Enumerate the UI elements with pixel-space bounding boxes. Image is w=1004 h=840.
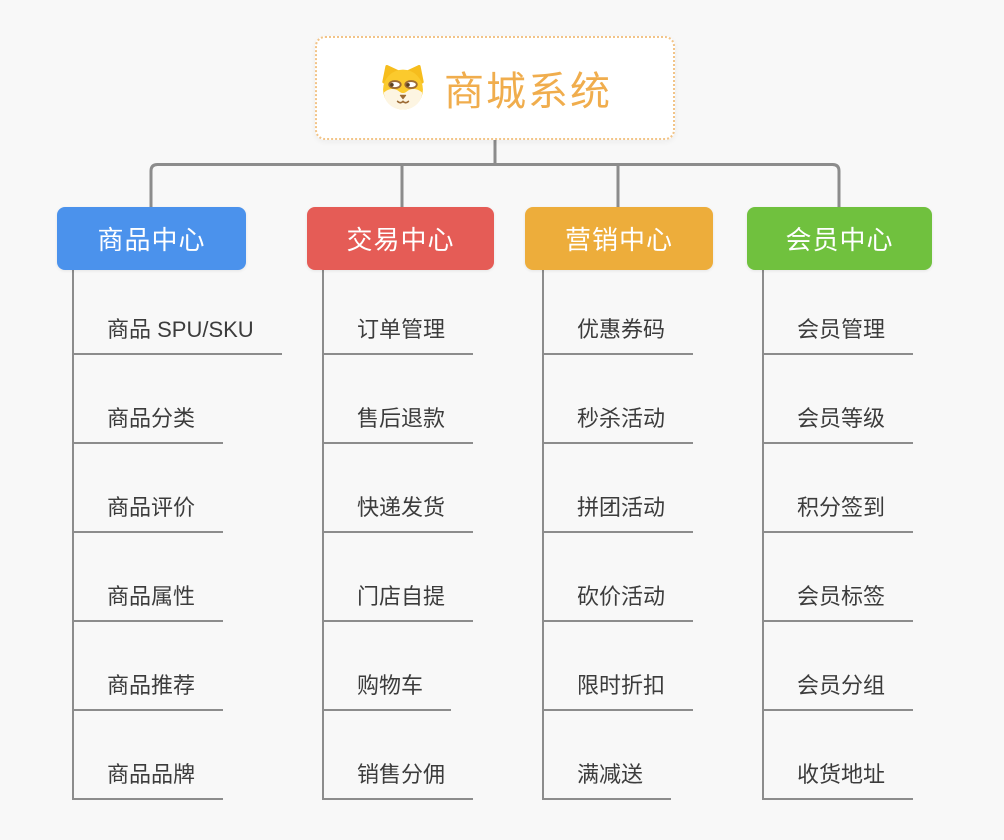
leaf-item-member-group[interactable]: 会员分组 [764,622,914,711]
leaf-column-trade: 订单管理 售后退款 快递发货 门店自提 购物车 销售分佣 [322,270,474,800]
leaf-item-group-buy[interactable]: 拼团活动 [544,444,694,533]
leaf-item-aftersale-refund[interactable]: 售后退款 [324,355,474,444]
branch-node-trade-center[interactable]: 交易中心 [307,207,494,270]
leaf-label: 商品属性 [74,579,224,622]
leaf-label: 会员管理 [764,312,914,355]
leaf-item-sales-commission[interactable]: 销售分佣 [324,711,474,800]
leaf-label: 商品评价 [74,490,224,533]
leaf-item-product-brand[interactable]: 商品品牌 [74,711,282,800]
leaf-label: 商品品牌 [74,757,224,800]
leaf-label: 拼团活动 [544,490,694,533]
leaf-item-coupon-code[interactable]: 优惠券码 [544,270,694,355]
branch-label: 交易中心 [346,225,455,255]
root-node-mall-system[interactable]: 商城系统 [315,36,675,140]
leaf-item-member-management[interactable]: 会员管理 [764,270,914,355]
leaf-item-shopping-cart[interactable]: 购物车 [324,622,473,711]
leaf-item-points-checkin[interactable]: 积分签到 [764,444,914,533]
leaf-column-marketing: 优惠券码 秒杀活动 拼团活动 砍价活动 限时折扣 满减送 [542,270,694,800]
leaf-item-full-reduction[interactable]: 满减送 [544,711,693,800]
leaf-label: 商品分类 [74,401,224,444]
leaf-label: 秒杀活动 [544,401,694,444]
root-title: 商城系统 [444,70,612,114]
leaf-item-bargain-activity[interactable]: 砍价活动 [544,533,694,622]
branch-node-marketing-center[interactable]: 营销中心 [525,207,713,270]
leaf-label: 商品推荐 [74,668,224,711]
leaf-item-product-recommend[interactable]: 商品推荐 [74,622,282,711]
leaf-item-product-review[interactable]: 商品评价 [74,444,282,533]
branch-label: 会员中心 [785,225,894,255]
leaf-item-product-category[interactable]: 商品分类 [74,355,282,444]
leaf-item-order-management[interactable]: 订单管理 [324,270,474,355]
leaf-label: 门店自提 [324,579,474,622]
branch-node-product-center[interactable]: 商品中心 [57,207,246,270]
leaf-label: 收货地址 [764,757,914,800]
leaf-label: 商品 SPU/SKU [74,312,282,355]
branch-label: 营销中心 [564,225,673,255]
leaf-column-product: 商品 SPU/SKU 商品分类 商品评价 商品属性 商品推荐 商品品牌 [72,270,282,800]
leaf-item-express-delivery[interactable]: 快递发货 [324,444,474,533]
leaf-item-limited-time-discount[interactable]: 限时折扣 [544,622,694,711]
leaf-label: 优惠券码 [544,312,694,355]
leaf-label: 积分签到 [764,490,914,533]
leaf-label: 会员分组 [764,668,914,711]
leaf-label: 售后退款 [324,401,474,444]
leaf-label: 购物车 [324,668,452,711]
leaf-item-product-spu-sku[interactable]: 商品 SPU/SKU [74,270,282,355]
branch-label: 商品中心 [97,225,206,255]
leaf-label: 销售分佣 [324,757,474,800]
branch-node-member-center[interactable]: 会员中心 [747,207,932,270]
leaf-item-flash-sale[interactable]: 秒杀活动 [544,355,694,444]
leaf-item-store-pickup[interactable]: 门店自提 [324,533,474,622]
leaf-label: 砍价活动 [544,579,694,622]
leaf-column-member: 会员管理 会员等级 积分签到 会员标签 会员分组 收货地址 [762,270,914,800]
leaf-item-member-level[interactable]: 会员等级 [764,355,914,444]
leaf-label: 快递发货 [324,490,474,533]
leaf-label: 订单管理 [324,312,474,355]
leaf-label: 会员等级 [764,401,914,444]
leaf-label: 满减送 [544,757,672,800]
leaf-label: 会员标签 [764,579,914,622]
leaf-item-product-attribute[interactable]: 商品属性 [74,533,282,622]
leaf-item-shipping-address[interactable]: 收货地址 [764,711,914,800]
leaf-item-member-tag[interactable]: 会员标签 [764,533,914,622]
leaf-label: 限时折扣 [544,668,694,711]
shiba-dog-icon [382,65,424,110]
